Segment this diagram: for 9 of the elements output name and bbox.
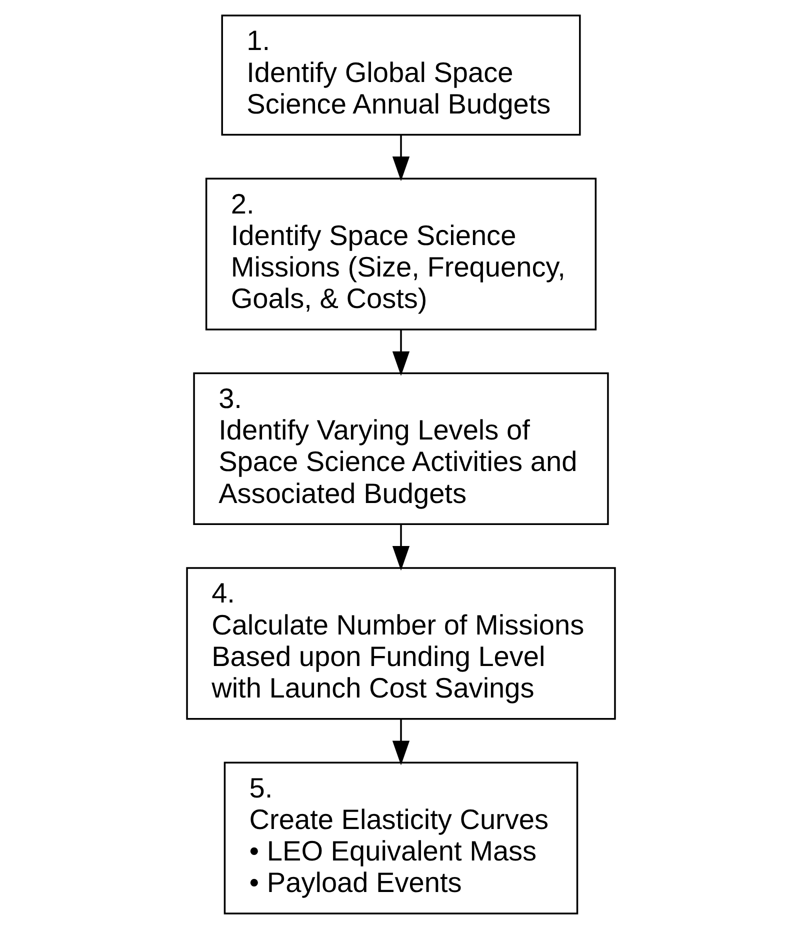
arrow [392,524,410,571]
arrow [392,719,410,766]
node-box: 1. Identify Global Space Science Annual Budgets [221,14,581,136]
node-box: 2. Identify Space Science Missions (Size, Frequency, Goals, & Costs) [205,178,597,330]
node-box: 4. Calculate Number of Missions Based upon Funding Level with Launch Cost Savings [186,567,616,720]
node-box: 3. Identify Varying Levels of Space Science Activities and Associated Budgets [193,372,609,526]
arrow [392,134,410,182]
node-box: 5. Create Elasticity Curves • LEO Equivalent Mass • Payload Events [224,762,578,914]
arrow [392,330,410,376]
